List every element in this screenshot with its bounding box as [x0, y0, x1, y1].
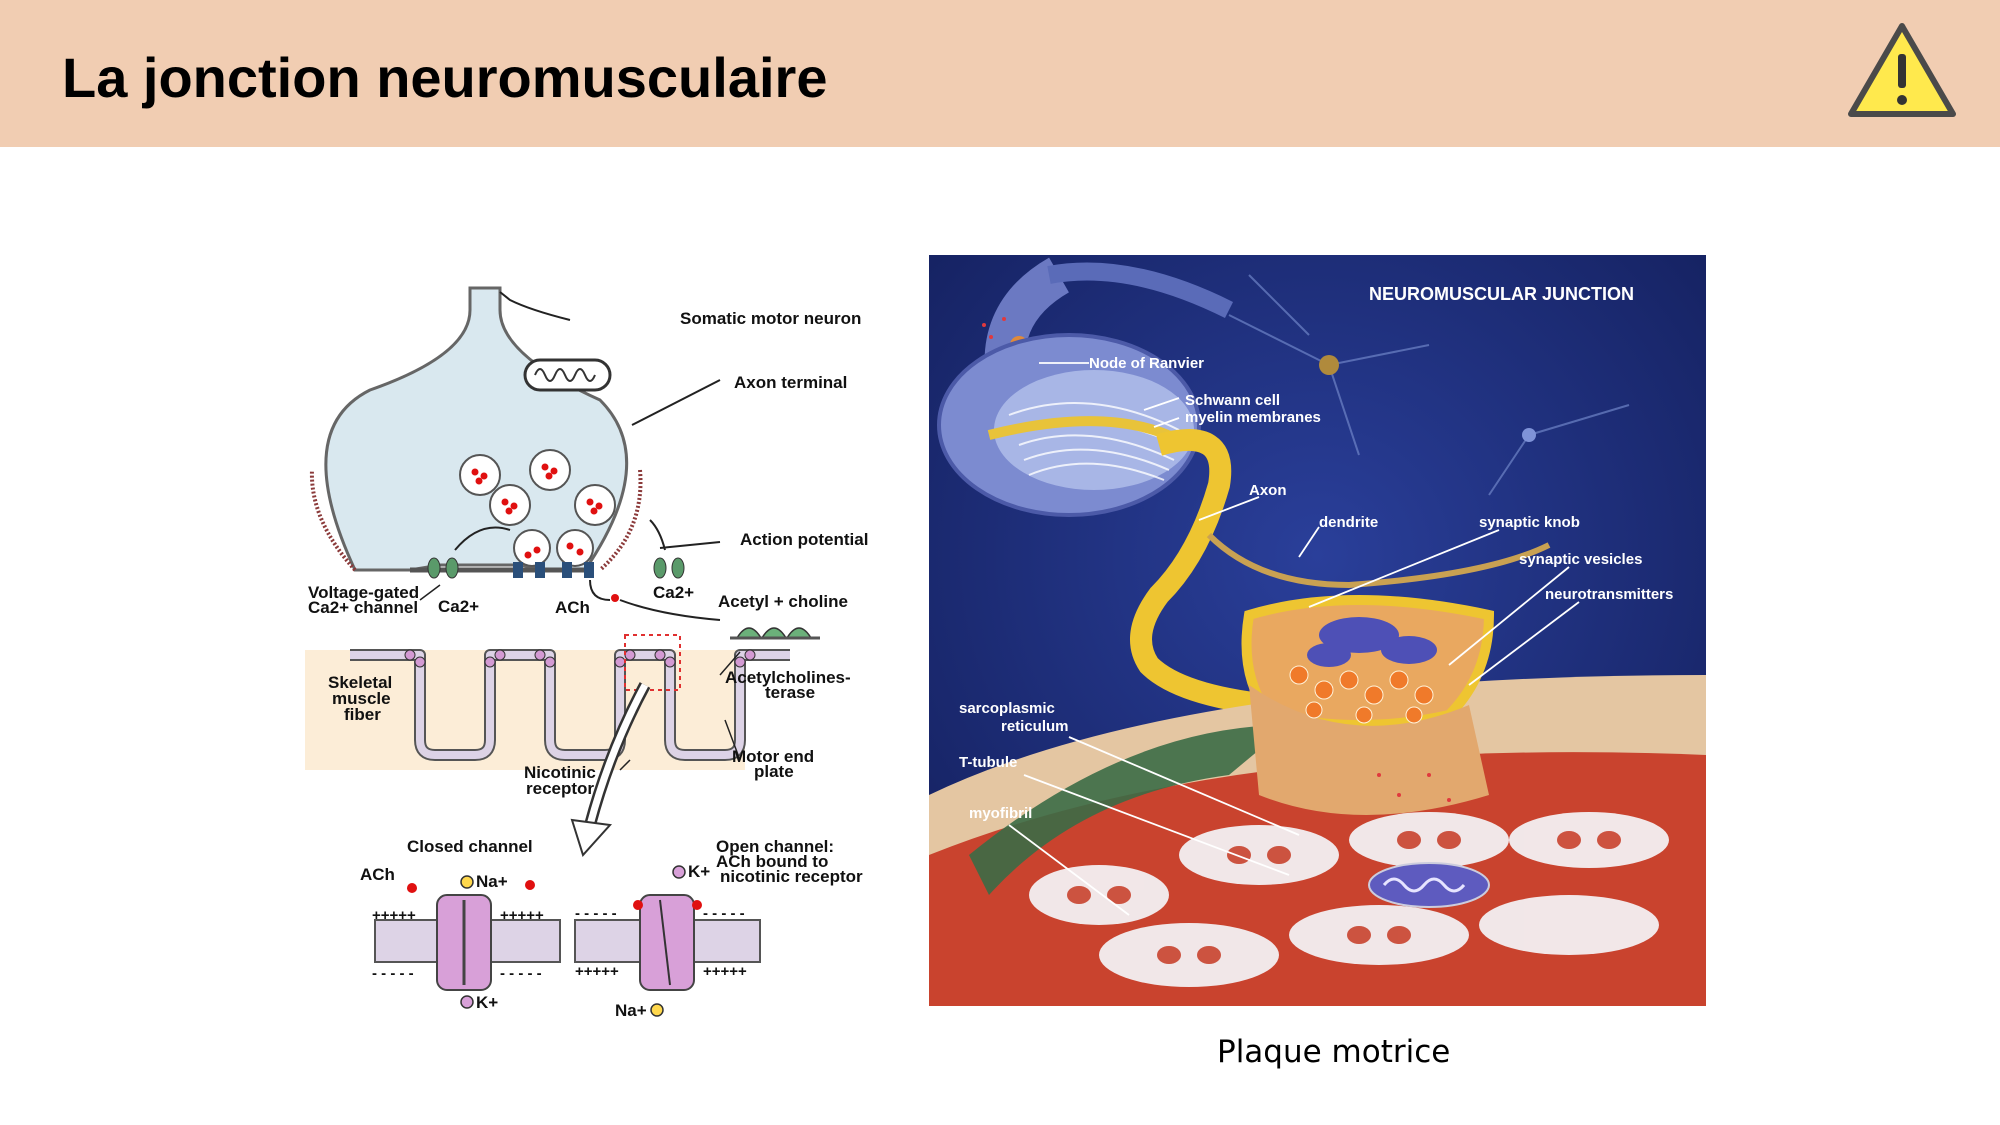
label-reticulum: reticulum	[1001, 718, 1069, 735]
label-open-channel: Open channel:	[716, 837, 834, 856]
label-voltage-gated: Voltage-gated	[308, 583, 419, 602]
label-schwann-cell: Schwann cell	[1185, 392, 1280, 409]
label-dendrite: dendrite	[1319, 514, 1378, 531]
label-ca-left: Ca2+	[438, 597, 479, 616]
warning-triangle-icon	[1848, 23, 1956, 117]
label-na-closed: Na+	[476, 872, 508, 891]
label-axon: Axon	[1249, 482, 1287, 499]
figure-caption: Plaque motrice	[1217, 1034, 1451, 1070]
slide-header: La jonction neuromusculaire	[0, 0, 2000, 147]
label-myelin-membranes: myelin membranes	[1185, 409, 1321, 426]
label-ache-1: Acetylcholines-	[725, 668, 851, 687]
label-plate: plate	[754, 762, 794, 781]
label-plus-3: +++++	[575, 963, 619, 980]
label-ach-bound: ACh bound to	[716, 852, 828, 871]
label-synaptic-knob: synaptic knob	[1479, 514, 1580, 531]
label-ach-closed: ACh	[360, 865, 395, 884]
neuromuscular-junction-illustration: NEUROMUSCULAR JUNCTION Node of Ranvier S…	[929, 255, 1706, 1006]
label-plus-1: +++++	[372, 907, 416, 924]
label-k-closed: K+	[476, 993, 498, 1012]
label-minus-2: - - - - -	[500, 965, 542, 982]
label-minus-4: - - - - -	[703, 905, 745, 922]
label-ache-2: terase	[765, 683, 815, 702]
label-sarcoplasmic: sarcoplasmic	[959, 700, 1055, 717]
label-plus-4: +++++	[703, 963, 747, 980]
label-minus-3: - - - - -	[575, 905, 617, 922]
label-node-of-ranvier: Node of Ranvier	[1089, 355, 1204, 372]
label-t-tubule: T-tubule	[959, 754, 1017, 771]
label-nicotinic: Nicotinic	[524, 763, 596, 782]
label-nicotinic-receptor: nicotinic receptor	[720, 867, 863, 886]
label-somatic-motor-neuron: Somatic motor neuron	[680, 309, 861, 328]
label-ach: ACh	[555, 598, 590, 617]
label-receptor: receptor	[526, 779, 594, 798]
label-action-potential: Action potential	[740, 530, 868, 549]
label-fiber: fiber	[344, 705, 381, 724]
label-closed-channel: Closed channel	[407, 837, 533, 856]
label-plus-2: +++++	[500, 907, 544, 924]
label-myofibril: myofibril	[969, 805, 1032, 822]
label-minus-1: - - - - -	[372, 965, 414, 982]
label-ca-channel: Ca2+ channel	[308, 598, 418, 617]
label-k-open: K+	[688, 862, 710, 881]
label-axon-terminal: Axon terminal	[734, 373, 847, 392]
label-na-open: Na+	[615, 1001, 647, 1020]
slide-title: La jonction neuromusculaire	[62, 46, 828, 109]
label-muscle: muscle	[332, 689, 391, 708]
label-synaptic-vesicles: synaptic vesicles	[1519, 551, 1642, 568]
label-motor-end: Motor end	[732, 747, 814, 766]
label-skeletal: Skeletal	[328, 673, 392, 692]
neuromuscular-junction-diagram: Somatic motor neuron Axon terminal Actio…	[305, 286, 868, 1020]
label-ca-right: Ca2+	[653, 583, 694, 602]
label-illustration-title: NEUROMUSCULAR JUNCTION	[1369, 284, 1634, 304]
label-acetyl-choline: Acetyl + choline	[718, 592, 848, 611]
label-neurotransmitters: neurotransmitters	[1545, 586, 1673, 603]
